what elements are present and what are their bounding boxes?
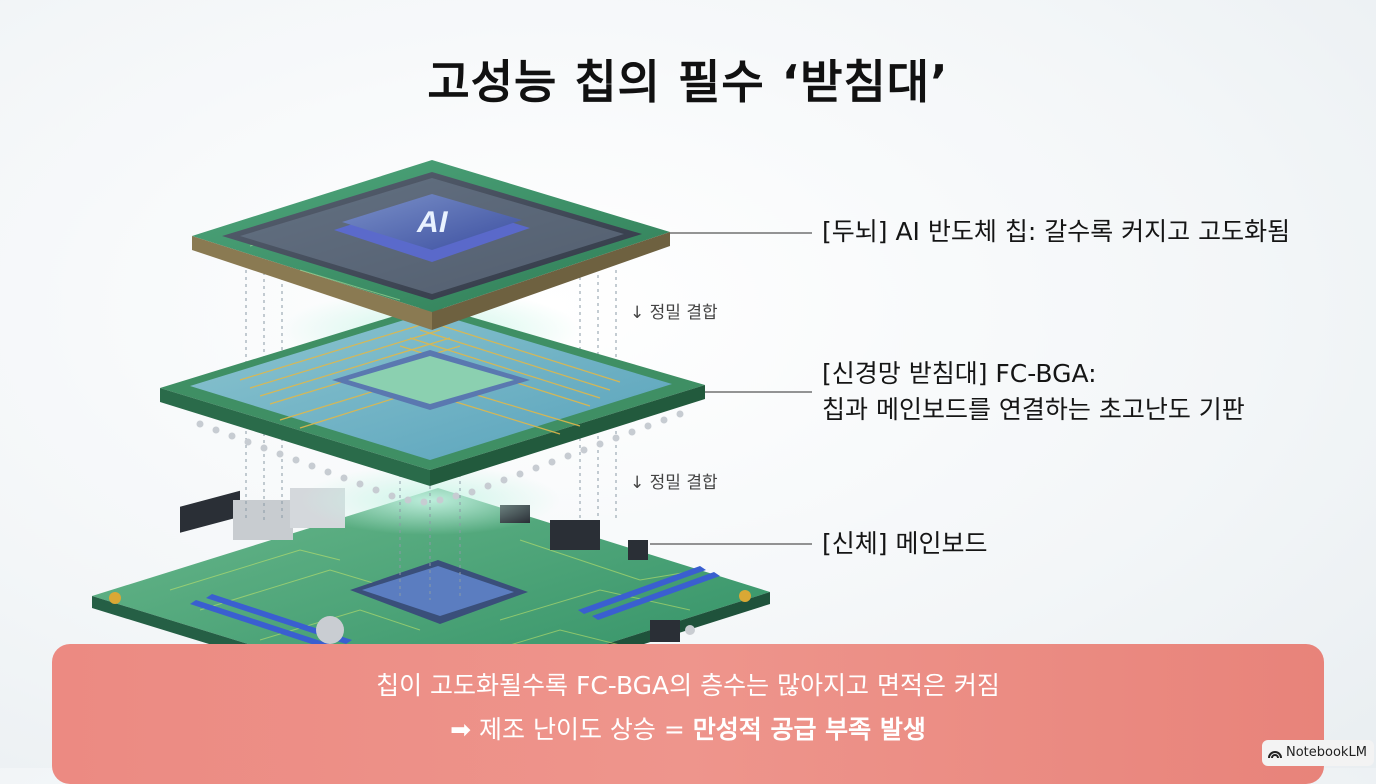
watermark-text: NotebookLM <box>1286 745 1367 760</box>
ai-chip-layer: AI <box>192 160 670 330</box>
banner-line1: 칩이 고도화될수록 FC-BGA의 층수는 많아지고 면적은 커짐 <box>376 671 1000 700</box>
page-title: 고성능 칩의 필수 ‘받침대’ <box>427 55 949 109</box>
ai-chip-text: AI <box>414 206 451 239</box>
banner-line2: ➡ 제조 난이도 상승 = 만성적 공급 부족 발생 <box>52 710 1324 746</box>
summary-banner: 칩이 고도화될수록 FC-BGA의 층수는 많아지고 면적은 커짐 ➡ 제조 난… <box>52 644 1324 784</box>
banner-line2-prefix: ➡ 제조 난이도 상승 = <box>450 715 693 744</box>
notebooklm-logo-icon <box>1268 751 1282 759</box>
layer-label-ai-chip: [두뇌] AI 반도체 칩: 갈수록 커지고 고도화됨 <box>822 217 1291 246</box>
layer-label-motherboard: [신체] 메인보드 <box>822 529 988 558</box>
fcbga-substrate-layer <box>160 305 705 506</box>
layer-label-fcbga-line2: 칩과 메인보드를 연결하는 초고난도 기판 <box>822 395 1245 424</box>
join-label-upper: ↓ 정밀 결합 <box>630 303 718 323</box>
banner-line2-emphasis: 만성적 공급 부족 발생 <box>692 715 926 744</box>
leader-lines <box>650 232 812 545</box>
layer-label-fcbga-line1: [신경망 받침대] FC-BGA: <box>822 359 1097 388</box>
layer-label-fcbga: [신경망 받침대] FC-BGA: 칩과 메인보드를 연결하는 초고난도 기판 <box>822 356 1245 428</box>
notebooklm-watermark: NotebookLM <box>1262 740 1374 766</box>
join-label-lower: ↓ 정밀 결합 <box>630 473 718 493</box>
solder-balls <box>196 410 684 506</box>
